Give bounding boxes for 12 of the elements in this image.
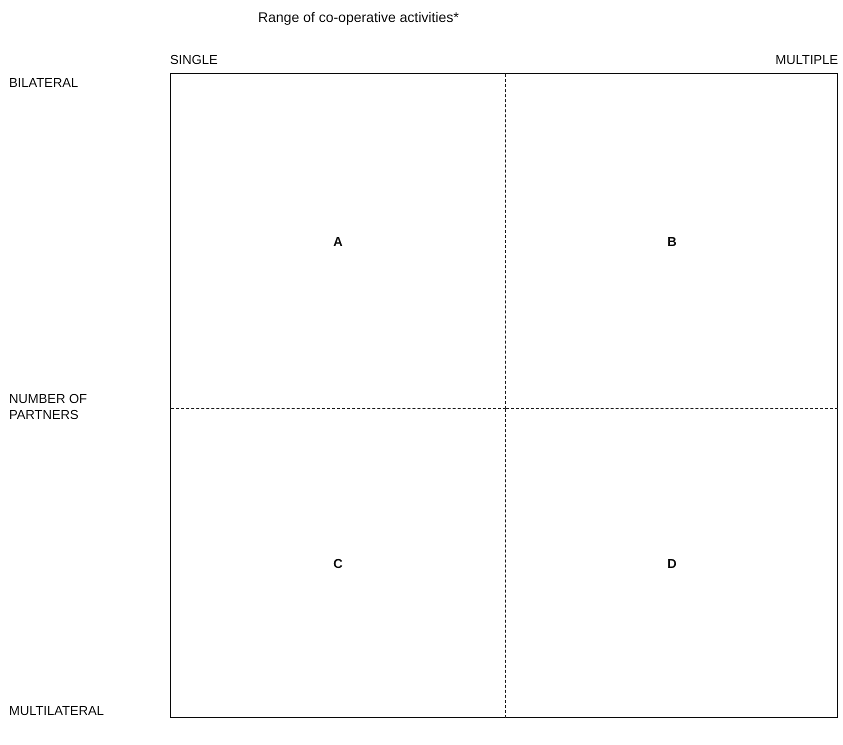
quadrant-letter: A	[333, 234, 343, 248]
quadrant-letter: B	[667, 234, 677, 248]
chart-title: Range of co-operative activities*	[258, 9, 459, 25]
quadrant-letter: D	[667, 556, 677, 571]
quadrant	[171, 74, 506, 409]
axis-label: BILATERAL	[9, 75, 78, 91]
matrix-frame	[170, 73, 838, 718]
axis-label: MULTILATERAL	[9, 703, 104, 719]
axis-label: SINGLE	[170, 52, 218, 68]
axis-label: NUMBER OF PARTNERS	[9, 391, 88, 423]
axis-label: MULTIPLE	[775, 52, 838, 68]
quadrant-letter: C	[333, 556, 343, 571]
